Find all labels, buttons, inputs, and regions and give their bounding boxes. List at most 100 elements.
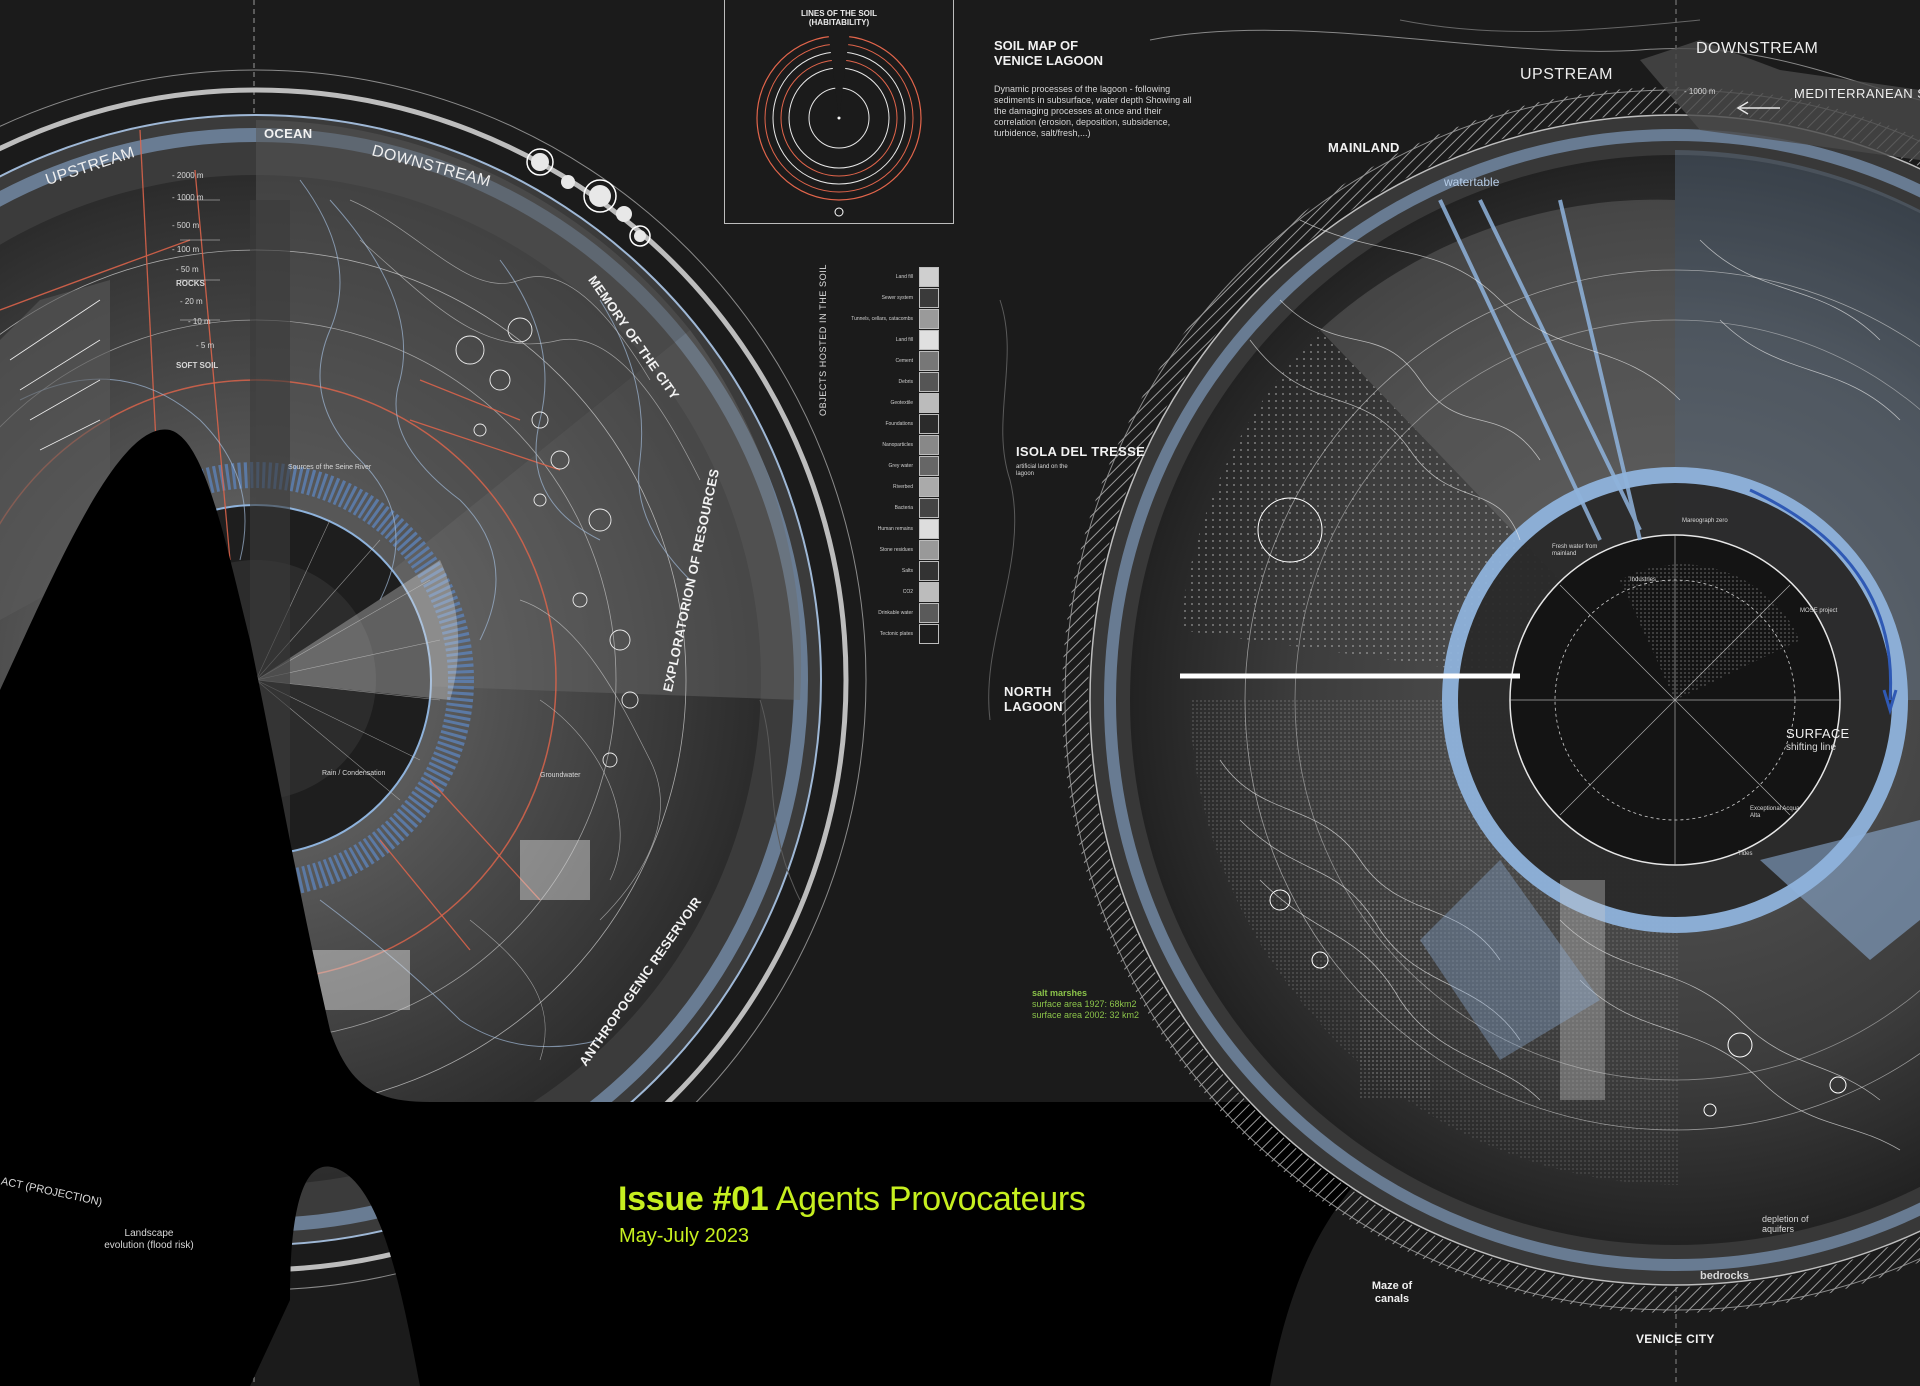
groundwater-note: Groundwater	[540, 772, 581, 779]
right-depth-1000: - 1000 m	[1684, 87, 1716, 96]
depth-500: - 500 m	[172, 221, 200, 230]
depletion-label: depletion of aquifers	[1762, 1214, 1809, 1234]
habitability-inset: LINES OF THE SOIL (HABITABILITY)	[724, 0, 954, 224]
legend-swatch	[919, 476, 939, 497]
legend-item: Riverbed	[818, 476, 942, 497]
legend-swatch	[919, 329, 939, 350]
watertable-label: watertable	[1444, 175, 1500, 189]
mediterranean-label: MEDITERRANEAN SEA	[1794, 86, 1920, 101]
legend-item-label: Tectonic plates	[879, 630, 913, 637]
legend-item: Nanoparticles	[818, 434, 942, 455]
legend-item-label: Geotextile	[890, 399, 913, 406]
legend-item-label: CO2	[902, 588, 913, 595]
legend-item-label: Grey water	[888, 462, 913, 469]
legend-item: Tectonic plates	[818, 623, 942, 644]
legend-item-label: Debris	[898, 378, 913, 385]
salt-marshes-note: salt marshes surface area 1927: 68km2 su…	[1032, 988, 1140, 1020]
habitability-rings	[756, 30, 922, 217]
legend-item: Sewer system	[818, 287, 942, 308]
depth-50: - 50 m	[176, 265, 199, 274]
sources-note: Sources of the Seine River	[288, 464, 372, 471]
legend-item-label: Foundations	[885, 420, 913, 427]
issue-title: Agents Provocateurs	[775, 1180, 1086, 1218]
surface-label: SURFACE	[1786, 726, 1850, 741]
mainland-label: MAINLAND	[1328, 140, 1400, 155]
bedrocks-label: bedrocks	[1700, 1270, 1749, 1282]
industries-note: Industries	[1630, 577, 1657, 583]
legend-swatch	[919, 434, 939, 455]
legend-item-label: Riverbed	[892, 483, 913, 490]
legend-item: Bacteria	[818, 497, 942, 518]
legend-swatch	[919, 455, 939, 476]
rocks-label: ROCKS	[176, 279, 205, 288]
legend-item-label: Stone residues	[879, 546, 913, 553]
venice-city-label: VENICE CITY	[1636, 1332, 1715, 1346]
legend-item: Salts	[818, 560, 942, 581]
rain-note: Rain / Condensation	[322, 770, 386, 777]
legend-item: Cement	[818, 350, 942, 371]
legend-item-label: Land fill	[895, 336, 913, 343]
legend-item-label: Human remains	[877, 525, 913, 532]
legend-item-label: Tunnels, cellars, catacombs	[851, 315, 913, 322]
acqua-alta-note: Exceptional Acqua Alta	[1750, 806, 1800, 819]
legend-item-label: Salts	[901, 567, 913, 574]
legend-item-label: Land fill	[895, 273, 913, 280]
legend-item-label: Sewer system	[881, 294, 913, 301]
legend-item-label: Drinkable water	[878, 609, 913, 616]
mareograph-note: Mareograph zero	[1682, 518, 1728, 524]
issue-headline: Issue #01 Agents Provocateurs	[618, 1180, 1086, 1219]
isola-label: ISOLA DEL TRESSE	[1016, 444, 1146, 459]
legend-swatch	[919, 497, 939, 518]
legend-swatch	[919, 518, 939, 539]
legend-item: Geotextile	[818, 392, 942, 413]
inset-title: LINES OF THE SOIL (HABITABILITY)	[800, 9, 877, 27]
legend-swatch	[919, 308, 939, 329]
depth-1000: - 1000 m	[172, 193, 204, 202]
depth-10: - 10 m	[188, 317, 211, 326]
maze-canals-label: Maze of canals	[1371, 1280, 1413, 1305]
legend-item-label: Bacteria	[894, 504, 913, 511]
legend-item: Debris	[818, 371, 942, 392]
right-upstream-label: UPSTREAM	[1520, 66, 1613, 83]
legend-item: Land fill	[818, 329, 942, 350]
issue-date: May-July 2023	[619, 1225, 750, 1247]
depth-20: - 20 m	[180, 297, 203, 306]
depth-5: - 5 m	[196, 341, 215, 350]
legend-swatch	[919, 602, 939, 623]
legend-item: CO2	[818, 581, 942, 602]
landscape-note: Landscape evolution (flood risk)	[104, 1228, 194, 1251]
depth-100: - 100 m	[172, 245, 200, 254]
soil-map-title: SOIL MAP OF VENICE LAGOON	[994, 38, 1104, 68]
legend-swatch	[919, 266, 939, 287]
tides-note: Tides	[1738, 851, 1753, 857]
soil-map-description: Dynamic processes of the lagoon - follow…	[994, 84, 1192, 138]
right-downstream-label: DOWNSTREAM	[1696, 40, 1819, 57]
legend-swatch	[919, 539, 939, 560]
fresh-water-note: Fresh water from mainland	[1552, 544, 1598, 557]
legend-item: Land fill	[818, 266, 942, 287]
legend-swatch	[919, 623, 939, 644]
soft-soil-label: SOFT SOIL	[176, 361, 219, 370]
legend-item: Drinkable water	[818, 602, 942, 623]
surface-sub-label: shifting line	[1786, 742, 1837, 753]
legend-swatch	[919, 581, 939, 602]
legend-item-label: Nanoparticles	[882, 441, 913, 448]
depth-2000: - 2000 m	[172, 171, 204, 180]
legend-swatch	[919, 413, 939, 434]
legend-item: Grey water	[818, 455, 942, 476]
legend-item: Tunnels, cellars, catacombs	[818, 308, 942, 329]
legend-item-label: Cement	[895, 357, 913, 364]
ocean-label: OCEAN	[264, 126, 313, 141]
isola-note: artificial land on the lagoon	[1016, 464, 1068, 477]
legend-swatch	[919, 287, 939, 308]
legend-item: Human remains	[818, 518, 942, 539]
north-lagoon-label: NORTH LAGOON	[1004, 684, 1063, 714]
issue-number: Issue #01	[618, 1180, 769, 1218]
legend-swatch	[919, 392, 939, 413]
right-soil-diagram	[1062, 19, 1920, 1313]
legend-swatch	[919, 350, 939, 371]
legend-item: Stone residues	[818, 539, 942, 560]
